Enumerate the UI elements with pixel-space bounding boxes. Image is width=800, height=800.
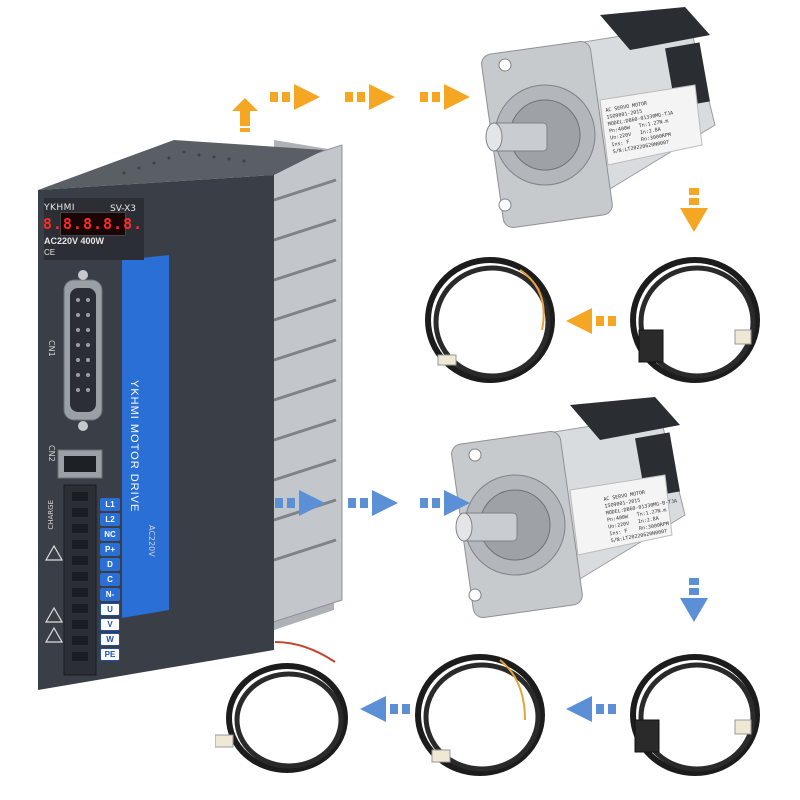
terminal-label: D [100, 558, 120, 571]
drive-brand-label: YKHMI [44, 203, 76, 213]
drive-rating-label: AC220V 400W [44, 236, 105, 246]
charge-label: CHARGE [47, 500, 55, 530]
blue-right-arrow-icon [348, 490, 400, 516]
encoder-cable-coiled-1 [420, 250, 560, 390]
power-cable-coiled-2 [410, 640, 550, 780]
orange-right-arrow-icon [270, 84, 322, 110]
led-display-value: 8.8.8.8.8. [42, 215, 144, 233]
terminal-label: P+ [100, 543, 120, 556]
heatsink [263, 140, 343, 630]
orange-down-arrow-icon [680, 188, 708, 232]
orange-right-arrow-icon [345, 84, 397, 110]
cn1-label: CN1 [47, 340, 56, 357]
terminal-label: L1 [100, 498, 120, 511]
encoder-cable-coiled-2 [625, 250, 765, 390]
cable-image [425, 257, 555, 383]
led-display: 8.8.8.8.8. [43, 212, 142, 236]
power-cable-coiled-3 [625, 640, 765, 780]
terminal-label: PE [100, 648, 120, 661]
cable-image [630, 654, 760, 776]
terminal-label: U [100, 603, 120, 616]
cable-image [415, 654, 545, 776]
drive-model-label: SV-X3 [110, 204, 137, 214]
orange-right-arrow-icon [420, 84, 472, 110]
ac-voltage-label: AC220V [147, 525, 156, 557]
orange-left-arrow-icon [566, 308, 616, 334]
blue-left-arrow-icon [360, 696, 410, 722]
ce-mark: CE [44, 248, 56, 257]
blue-left-arrow-icon [566, 696, 616, 722]
drive-stripe-text: YKHMI MOTOR DRIVE [128, 380, 140, 513]
terminal-label: NC [100, 528, 120, 541]
blue-down-arrow-icon [680, 578, 708, 622]
cable-image [630, 257, 760, 383]
cable-image [215, 641, 348, 773]
servo-motor-bottom [440, 395, 690, 625]
cn2-label: CN2 [47, 445, 56, 462]
servo-motor-top-image [481, 7, 716, 229]
terminal-label: N- [100, 588, 120, 601]
terminal-label: V [100, 618, 120, 631]
servo-motor-top [470, 5, 720, 235]
terminal-label: L2 [100, 513, 120, 526]
power-cable-coiled-1 [215, 640, 355, 780]
terminal-label: C [100, 573, 120, 586]
blue-right-arrow-icon [275, 490, 327, 516]
servo-motor-bottom-image [451, 397, 686, 619]
orange-up-arrow-icon [232, 98, 258, 132]
terminal-label: W [100, 633, 120, 646]
blue-right-arrow-icon [420, 490, 472, 516]
terminal-labels: L1 L2 NC P+ D C N- U V W PE [100, 498, 120, 663]
